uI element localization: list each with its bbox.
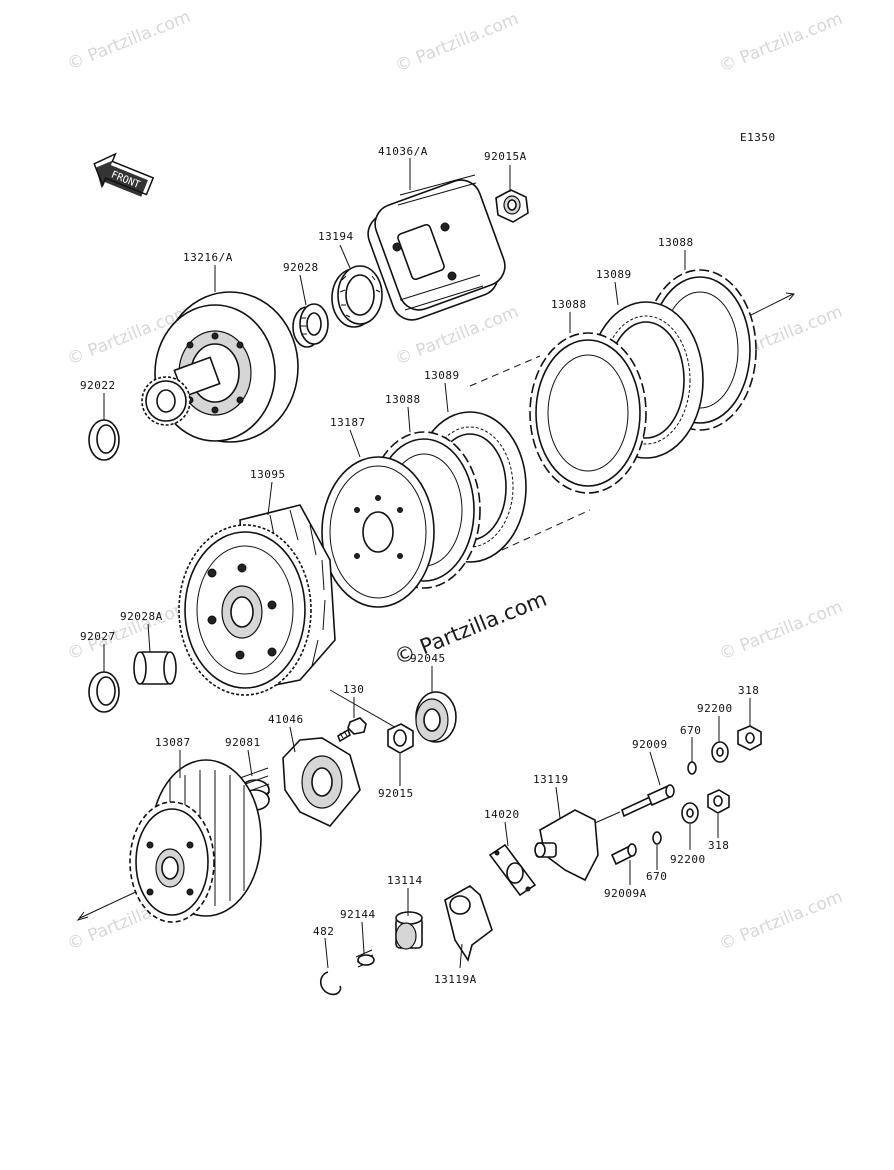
watermark: © Partzilla.com xyxy=(716,887,845,955)
label-13088-low[interactable]: 13088 xyxy=(385,393,421,406)
watermark: © Partzilla.com xyxy=(716,597,845,665)
label-670-top[interactable]: 670 xyxy=(680,724,701,737)
label-92081[interactable]: 92081 xyxy=(225,736,261,749)
part-13114-bushing[interactable] xyxy=(395,911,423,950)
label-92009a[interactable]: 92009A xyxy=(604,887,647,900)
part-92200-washer-low[interactable] xyxy=(681,802,699,824)
label-13089-mid[interactable]: 13089 xyxy=(424,369,460,382)
part-41046-lifter[interactable] xyxy=(282,737,361,827)
label-13095[interactable]: 13095 xyxy=(250,468,286,481)
diagram-code: E1350 xyxy=(740,131,776,144)
part-13087-clutch-hub[interactable] xyxy=(129,759,262,923)
part-labels: 41036/A 92015A 13194 13216/A 92028 13088… xyxy=(80,145,759,986)
label-13216a[interactable]: 13216/A xyxy=(183,251,233,264)
label-92045[interactable]: 92045 xyxy=(410,652,446,665)
watermark: © Partzilla.com xyxy=(716,9,845,77)
label-92200-low[interactable]: 92200 xyxy=(670,853,706,866)
label-92015[interactable]: 92015 xyxy=(378,787,414,800)
part-13088-friction-plate-mid[interactable] xyxy=(529,332,647,494)
label-92015a[interactable]: 92015A xyxy=(484,150,527,163)
part-13187-pressure-plate[interactable] xyxy=(321,456,435,608)
label-482[interactable]: 482 xyxy=(313,925,334,938)
label-13089-top[interactable]: 13089 xyxy=(596,268,632,281)
label-13194[interactable]: 13194 xyxy=(318,230,354,243)
label-92022[interactable]: 92022 xyxy=(80,379,116,392)
label-13119[interactable]: 13119 xyxy=(533,773,569,786)
label-13088-top[interactable]: 13088 xyxy=(658,236,694,249)
label-92028[interactable]: 92028 xyxy=(283,261,319,274)
part-13216a-clutch-drum[interactable] xyxy=(141,291,299,443)
front-arrow-icon: FRONT xyxy=(93,152,155,197)
part-13194-bearing[interactable] xyxy=(331,265,383,328)
label-92009[interactable]: 92009 xyxy=(632,738,668,751)
watermark: © Partzilla.com xyxy=(64,7,193,75)
part-13119a-lever[interactable] xyxy=(444,885,493,962)
label-130[interactable]: 130 xyxy=(343,683,364,696)
label-13187[interactable]: 13187 xyxy=(330,416,366,429)
label-318-top[interactable]: 318 xyxy=(738,684,759,697)
part-482-circlip[interactable] xyxy=(319,971,342,996)
part-92015-nut[interactable] xyxy=(387,723,414,754)
part-13119-lever[interactable] xyxy=(534,809,599,882)
part-92200-washer-top[interactable] xyxy=(711,741,729,763)
label-14020[interactable]: 14020 xyxy=(484,808,520,821)
label-13114[interactable]: 13114 xyxy=(387,874,423,887)
part-92028a-collar[interactable] xyxy=(133,651,177,685)
part-92009a-stud[interactable] xyxy=(610,843,637,866)
label-92027[interactable]: 92027 xyxy=(80,630,116,643)
watermark: © Partzilla.com xyxy=(392,9,521,77)
label-92200-top[interactable]: 92200 xyxy=(697,702,733,715)
label-41036a[interactable]: 41036/A xyxy=(378,145,428,158)
part-92045-bearing[interactable] xyxy=(415,691,457,743)
label-318-low[interactable]: 318 xyxy=(708,839,729,852)
part-92022-washer[interactable] xyxy=(88,419,120,461)
part-318-nut-low[interactable] xyxy=(707,789,730,814)
part-41036a-clutch-shoe[interactable] xyxy=(363,174,511,326)
part-92009-stud[interactable] xyxy=(621,784,675,818)
part-92015a-nut[interactable] xyxy=(495,189,529,223)
part-13095-clutch-housing[interactable] xyxy=(178,504,336,696)
label-13088-mid[interactable]: 13088 xyxy=(551,298,587,311)
label-670-low[interactable]: 670 xyxy=(646,870,667,883)
part-670-oring-low[interactable] xyxy=(652,831,662,845)
part-670-oring-top[interactable] xyxy=(687,761,697,775)
assembly-axis-lines xyxy=(76,292,795,921)
part-92027-washer[interactable] xyxy=(88,671,120,713)
part-14020-plate[interactable] xyxy=(488,843,537,897)
label-92028a[interactable]: 92028A xyxy=(120,610,163,623)
leader-lines xyxy=(103,158,751,969)
label-41046[interactable]: 41046 xyxy=(268,713,304,726)
label-92144[interactable]: 92144 xyxy=(340,908,376,921)
part-130-bolt[interactable] xyxy=(337,717,367,743)
part-92144-spring[interactable] xyxy=(355,949,375,968)
part-92028-collar[interactable] xyxy=(292,303,329,348)
label-13087[interactable]: 13087 xyxy=(155,736,191,749)
part-318-nut-top[interactable] xyxy=(737,725,762,751)
label-13119a[interactable]: 13119A xyxy=(434,973,477,986)
